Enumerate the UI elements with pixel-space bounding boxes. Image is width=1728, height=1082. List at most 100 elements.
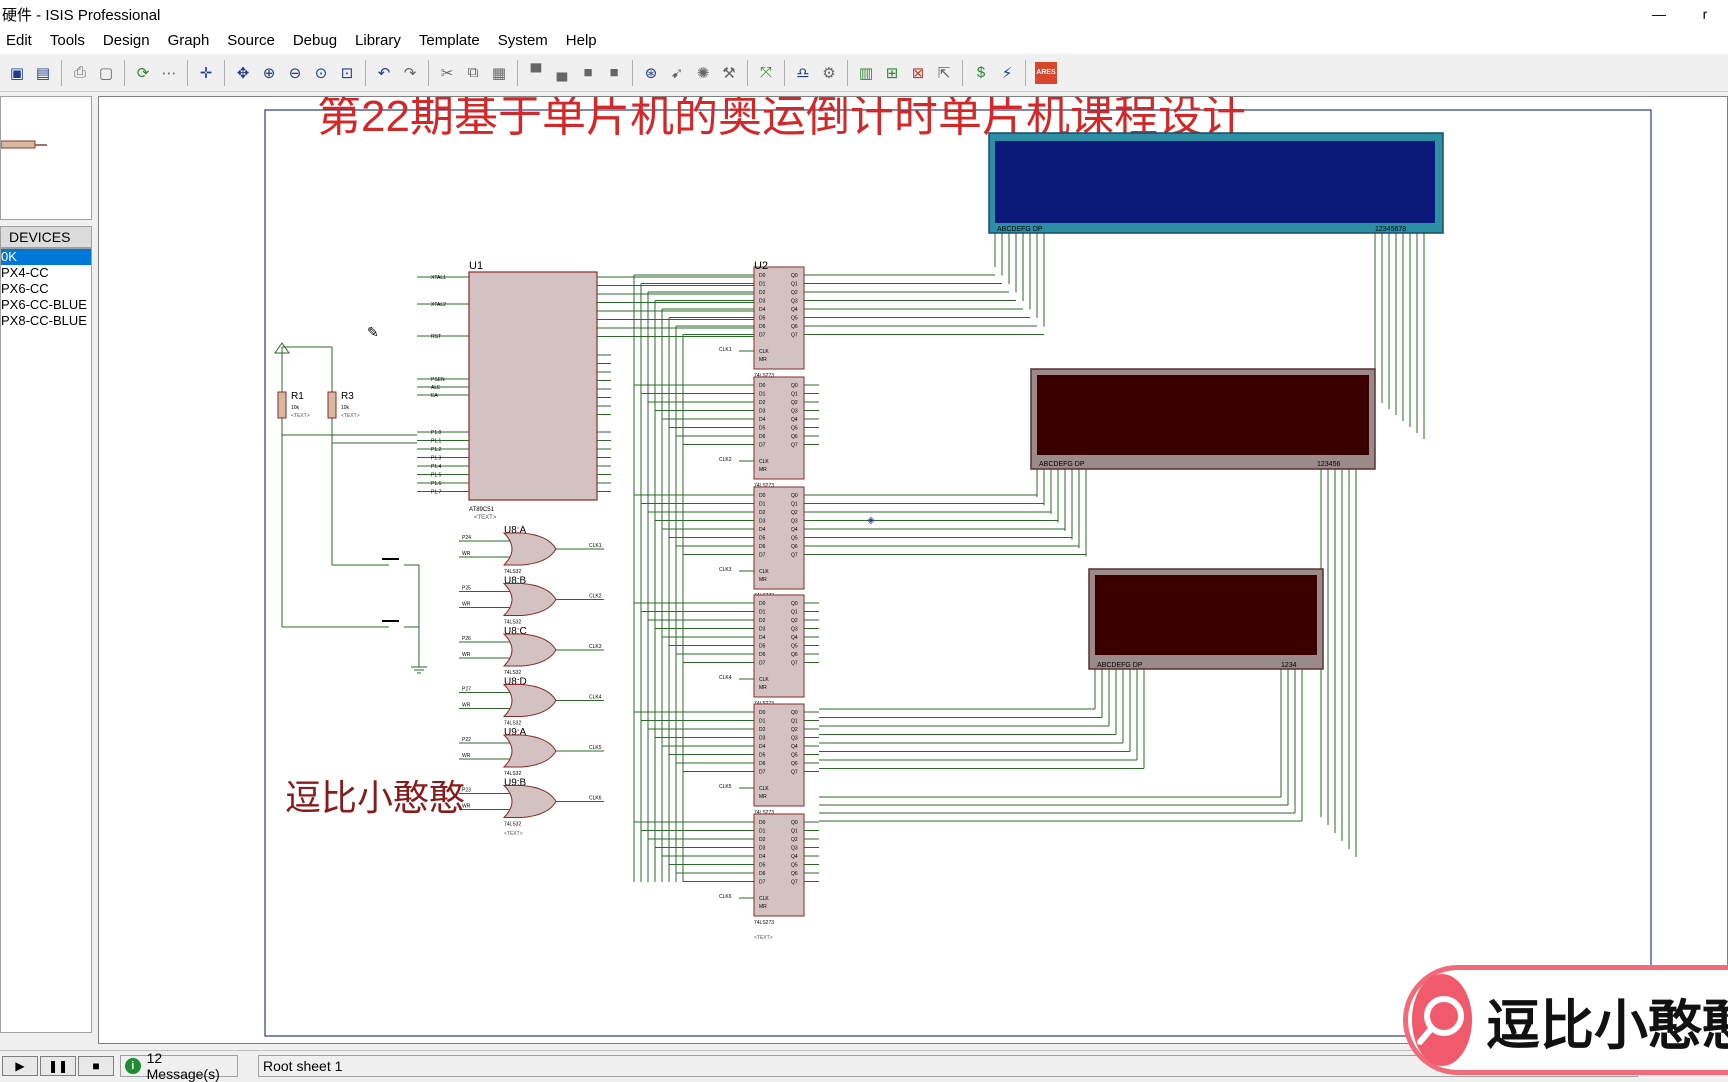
resistor-r3[interactable]: R3 10k <TEXT> [327, 391, 360, 419]
sim-step-button[interactable]: ▶ [2, 1056, 38, 1076]
messages-indicator[interactable]: i 12 Message(s) [120, 1050, 238, 1082]
print-icon[interactable]: ⎙ [73, 64, 86, 81]
block-delete-icon[interactable]: ■ [609, 64, 619, 81]
new-sheet-icon[interactable]: ▥ [858, 64, 874, 82]
menu-edit[interactable]: Edit [6, 32, 32, 49]
menu-source[interactable]: Source [227, 32, 275, 49]
pin-label: EA [431, 393, 438, 399]
device-item[interactable]: PX8-CC-BLUE [1, 313, 87, 328]
menu-system[interactable]: System [497, 32, 548, 49]
device-item[interactable]: PX6-CC [1, 281, 49, 296]
toolbar-separator [962, 59, 963, 86]
device-item[interactable]: 0K [1, 249, 91, 265]
block-copy-icon[interactable]: ▀ [530, 64, 542, 81]
pin-label: D2 [759, 290, 766, 296]
save-icon[interactable]: ▣ [9, 64, 25, 82]
copy-icon[interactable]: ⧉ [467, 64, 479, 81]
menu-design[interactable]: Design [102, 32, 150, 49]
pin-label: CLK6 [589, 796, 602, 802]
u1-microcontroller[interactable]: U1 AT89C51 <TEXT> [468, 260, 598, 521]
redo-icon[interactable]: ↷ [403, 64, 417, 82]
packaging-icon[interactable]: ⚒ [722, 64, 736, 82]
latch-body [753, 266, 805, 370]
gate-label: U9:B [504, 778, 527, 789]
zoom-area-icon[interactable]: ⊡ [340, 64, 354, 82]
decompose-icon[interactable]: ✺ [696, 64, 710, 82]
display-6-digit-red[interactable]: ABCDEFG DP 123456 [1030, 368, 1376, 470]
pin-label: P1.5 [431, 473, 442, 479]
watermark-badge: 逗比小憨憨 [1408, 970, 1728, 1070]
remove-sheet-icon[interactable]: ⊠ [911, 64, 925, 82]
pin-label: CLK [759, 677, 769, 683]
block-rotate-icon[interactable]: ■ [583, 64, 593, 81]
device-list[interactable]: 0K PX4-CC PX6-CC PX6-CC-BLUE PX8-CC-BLUE [0, 248, 92, 1033]
print-area-icon[interactable]: ▢ [98, 64, 114, 82]
pin-label: P1.1 [431, 439, 442, 445]
pin-label: D2 [759, 510, 766, 516]
property-tool-icon[interactable]: ⚙ [822, 64, 836, 82]
device-item[interactable]: PX6-CC-BLUE [1, 297, 87, 312]
menu-tools[interactable]: Tools [49, 32, 85, 49]
latch-body [753, 813, 805, 917]
info-icon: i [125, 1058, 141, 1074]
overview-window[interactable] [0, 96, 92, 220]
electrical-rules-icon[interactable]: ⚡ [1001, 64, 1013, 82]
pin-label: D5 [759, 316, 766, 322]
editing-window[interactable]: 第22期基于单片机的奥运倒计时单片机课程设计 逗比小憨憨 P0.0/AD0P0.… [98, 92, 1728, 1044]
make-device-icon[interactable]: ➹ [670, 64, 684, 82]
pin-label: 74LS273 [754, 483, 774, 489]
undo-icon[interactable]: ↶ [377, 64, 391, 82]
menu-library[interactable]: Library [355, 32, 401, 49]
zoom-out-icon[interactable]: ⊖ [288, 64, 302, 82]
or-gate-body [502, 734, 557, 768]
zoom-all-icon[interactable]: ⊙ [314, 64, 328, 82]
display-8-digit-blue[interactable]: ABCDEFG DP 12345678 [988, 132, 1444, 234]
overview-preview [0, 140, 47, 149]
bill-of-materials-icon[interactable]: $ [976, 64, 986, 81]
u1-body [468, 271, 598, 501]
pin-label: Q2 [791, 290, 798, 296]
grid-icon[interactable]: ⋯ [161, 64, 177, 82]
pan-icon[interactable]: ✥ [236, 64, 250, 82]
resistor-r1[interactable]: R1 10k <TEXT> [277, 391, 310, 419]
block-move-icon[interactable]: ▄ [556, 64, 568, 81]
pin-label: Q4 [791, 744, 798, 750]
netlist-to-ares-icon[interactable]: ARES [1035, 61, 1057, 84]
pin-label: WR [462, 703, 471, 709]
display-4-digit-red[interactable]: ABCDEFG DP 1234 [1088, 568, 1324, 670]
zoom-to-child-icon[interactable]: ⇱ [937, 64, 951, 82]
menu-template[interactable]: Template [418, 32, 480, 49]
paste-icon[interactable]: ▦ [491, 64, 507, 82]
cut-icon[interactable]: ✂ [440, 64, 454, 82]
pin-label: CLK3 [589, 644, 602, 650]
maximize-button[interactable]: r [1702, 6, 1708, 22]
pin-label: D6 [759, 544, 766, 550]
pick-device-icon[interactable]: ⊛ [644, 64, 658, 82]
device-item[interactable]: PX4-CC [1, 265, 49, 280]
pin-label: Q3 [791, 299, 798, 305]
pin-label: CLK2 [719, 457, 732, 463]
origin-icon[interactable]: ✛ [199, 64, 213, 82]
sim-stop-button[interactable]: ■ [78, 1056, 114, 1076]
add-sheet-icon[interactable]: ⊞ [885, 64, 899, 82]
schematic-canvas[interactable]: 第22期基于单片机的奥运倒计时单片机课程设计 逗比小憨憨 P0.0/AD0P0.… [99, 92, 1727, 1043]
pin-label: D1 [759, 610, 766, 616]
pin-label: P1.7 [431, 490, 442, 496]
display6-digit-labels: 123456 [1317, 461, 1340, 468]
pin-label: P1.0 [431, 430, 442, 436]
minimize-button[interactable]: — [1652, 6, 1666, 22]
save-all-icon[interactable]: ▤ [35, 64, 51, 82]
menu-debug[interactable]: Debug [292, 32, 338, 49]
refresh-icon[interactable]: ⟳ [136, 64, 150, 82]
menu-help[interactable]: Help [565, 32, 597, 49]
pin-label: D0 [759, 383, 766, 389]
search-icon[interactable]: ♎ [796, 64, 810, 82]
sim-pause-button[interactable]: ❚❚ [40, 1056, 76, 1076]
title-bar: 硬件 - ISIS Professional — r [0, 0, 1728, 28]
menu-graph[interactable]: Graph [167, 32, 210, 49]
pin-label: CLK [759, 569, 769, 575]
zoom-in-icon[interactable]: ⊕ [262, 64, 276, 82]
wire-autorouter-icon[interactable]: ⤧ [759, 64, 772, 81]
pencil-cursor-icon: ✎ [367, 324, 379, 340]
or-gate-body [502, 532, 557, 566]
